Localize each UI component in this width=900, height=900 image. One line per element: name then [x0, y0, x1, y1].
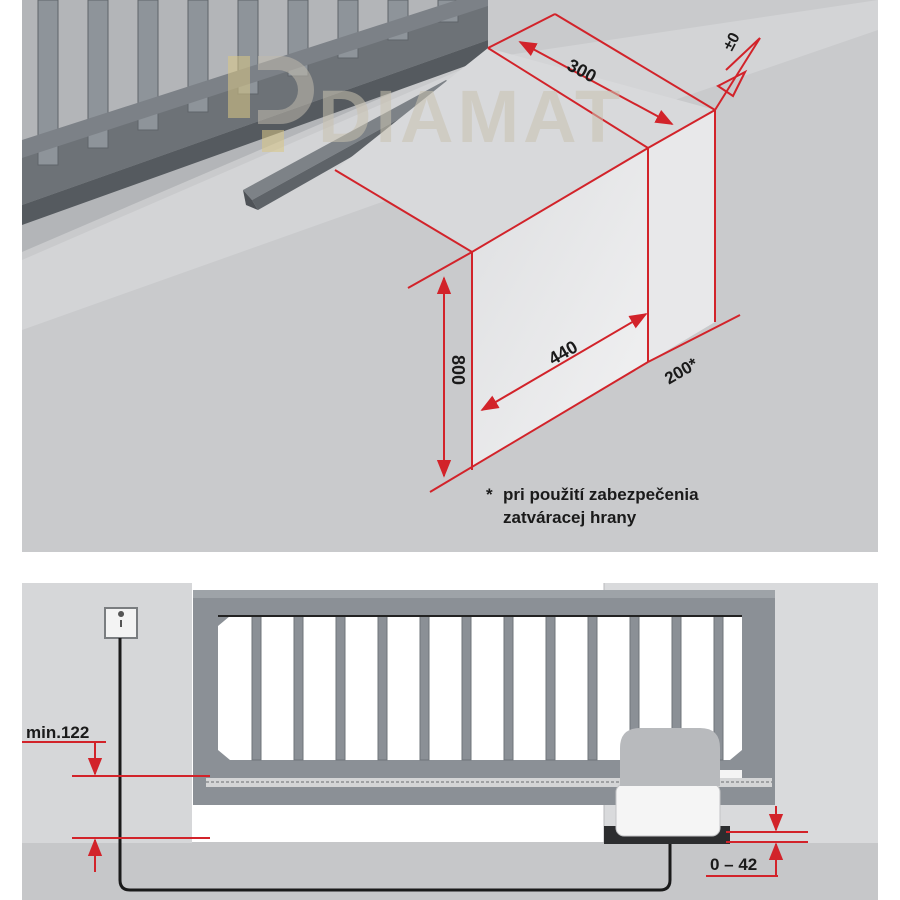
dimension-lines [334, 13, 761, 493]
level-label: ±0 [720, 30, 743, 54]
footnote-star: * [486, 485, 493, 504]
footnote-line-1: pri použití zabezpečenia [503, 485, 699, 504]
min-height-dimension [22, 741, 210, 872]
footnote-line-2: zatváracej hrany [503, 508, 637, 527]
height-dimension-label: 800 [448, 355, 468, 385]
watermark-text: DIAMAT [318, 75, 624, 158]
key-switch-cable [118, 638, 672, 892]
key-switch [104, 607, 138, 639]
gate-fence-top [22, 0, 488, 225]
foundation-view: 300 ±0 800 440 200* * pri použití zabezp… [22, 0, 878, 552]
level-marker-icon [716, 69, 748, 98]
gap-dimension [706, 806, 808, 877]
diamat-logo [228, 56, 314, 152]
min-height-label: min.122 [26, 723, 89, 742]
gap-label: 0 – 42 [710, 855, 757, 874]
drive-unit [604, 728, 742, 844]
front-elevation: min.122 0 – 42 [22, 560, 878, 900]
